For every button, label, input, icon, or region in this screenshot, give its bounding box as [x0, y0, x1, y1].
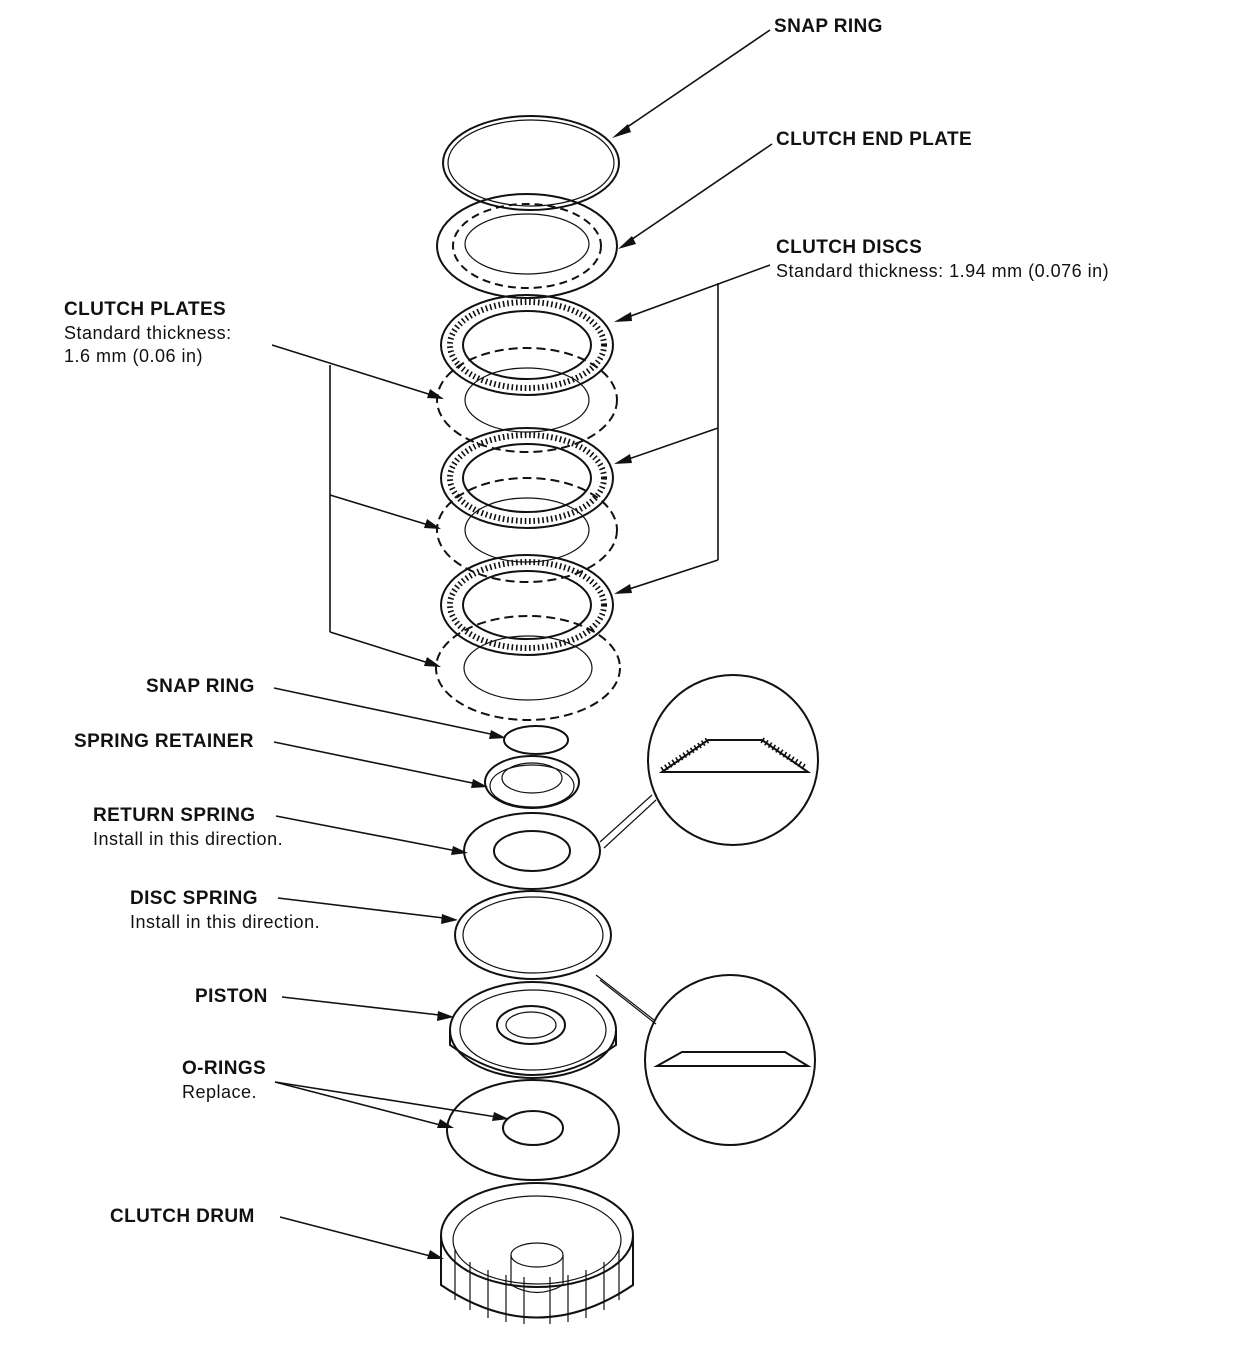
spring-retainer-title: SPRING RETAINER	[74, 731, 254, 752]
spring-retainer-label: SPRING RETAINER	[74, 732, 254, 751]
clutch-discs-label: CLUTCH DISCS Standard thickness: 1.94 mm…	[776, 238, 1109, 280]
piston-title: PISTON	[195, 986, 268, 1007]
clutch-plates-note-1: Standard thickness:	[64, 323, 232, 343]
o-rings-label: O-RINGS Replace.	[182, 1059, 266, 1101]
clutch-disc-3	[440, 554, 614, 656]
clutch-plates-note-2: 1.6 mm (0.06 in)	[64, 346, 204, 366]
clutch-drum	[440, 1182, 634, 1324]
top-snap-ring	[442, 115, 620, 211]
return-spring-detail	[599, 674, 819, 849]
clutch-drum-label: CLUTCH DRUM	[110, 1207, 255, 1226]
snap-ring-top-title: SNAP RING	[774, 16, 883, 37]
disc-spring-detail	[595, 974, 816, 1146]
return-spring-label: RETURN SPRING Install in this direction.	[93, 806, 283, 848]
clutch-end-plate-label: CLUTCH END PLATE	[776, 130, 972, 149]
clutch-plate-3	[435, 615, 621, 721]
o-rings-note: Replace.	[182, 1082, 258, 1102]
clutch-plates-title: CLUTCH PLATES	[64, 299, 227, 320]
clutch-end-plate	[436, 193, 618, 299]
disc-spring	[454, 890, 612, 980]
clutch-end-plate-title: CLUTCH END PLATE	[776, 129, 973, 150]
return-spring-title: RETURN SPRING	[93, 805, 256, 826]
return-spring	[463, 812, 601, 890]
clutch-plate-1	[436, 347, 618, 453]
disc-spring-note: Install in this direction.	[130, 912, 321, 932]
disc-spring-title: DISC SPRING	[130, 888, 258, 909]
o-rings-title: O-RINGS	[182, 1058, 267, 1079]
piston	[449, 981, 617, 1079]
clutch-discs-note: Standard thickness: 1.94 mm (0.076 in)	[776, 261, 1110, 281]
clutch-disc-1	[440, 294, 614, 396]
clutch-plate-2	[436, 477, 618, 583]
snap-ring-lower-label: SNAP RING	[146, 677, 255, 696]
snap-ring-lower-title: SNAP RING	[146, 676, 255, 697]
leader-lines	[271, 29, 773, 1259]
clutch-plates-label: CLUTCH PLATES Standard thickness: 1.6 mm…	[64, 300, 232, 365]
disc-spring-label: DISC SPRING Install in this direction.	[130, 889, 320, 931]
clutch-disc-2	[440, 427, 614, 529]
o-rings	[446, 1079, 620, 1181]
piston-label: PISTON	[195, 987, 268, 1006]
lower-snap-ring	[503, 725, 569, 755]
snap-ring-top-label: SNAP RING	[774, 17, 883, 36]
clutch-discs-title: CLUTCH DISCS	[776, 237, 923, 258]
return-spring-note: Install in this direction.	[93, 829, 284, 849]
spring-retainer	[484, 755, 580, 809]
clutch-drum-title: CLUTCH DRUM	[110, 1206, 255, 1227]
